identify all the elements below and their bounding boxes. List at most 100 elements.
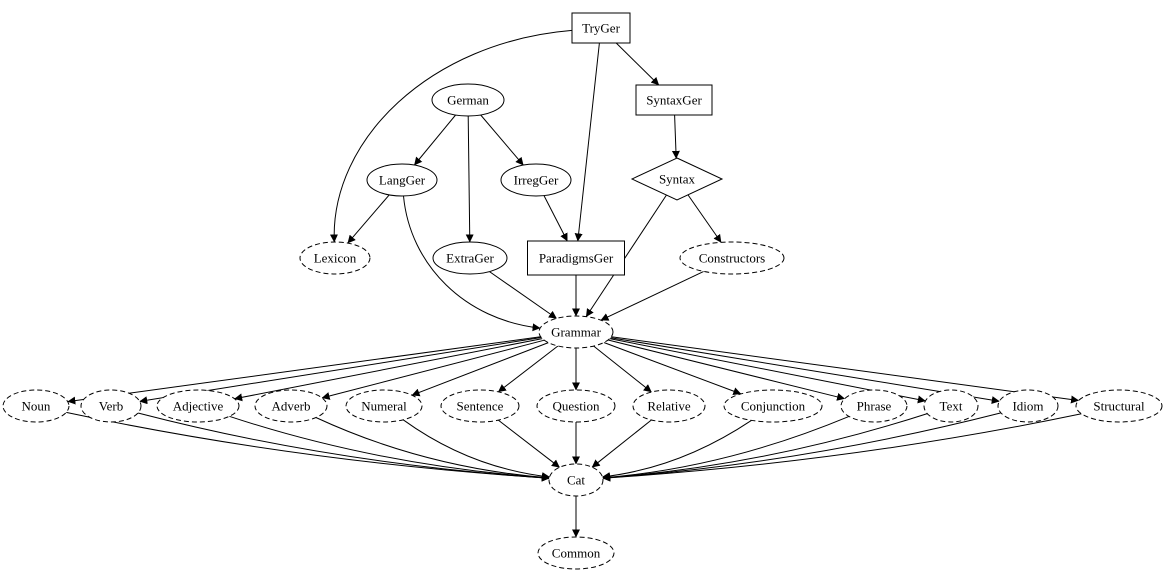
node-label-Cat: Cat bbox=[567, 472, 585, 487]
edge-German-LangGer bbox=[414, 114, 456, 166]
node-shape-Grammar bbox=[538, 315, 614, 349]
edge-TryGer-SyntaxGer bbox=[615, 42, 660, 86]
node-Relative: Relative bbox=[632, 389, 706, 423]
node-label-ExtraGer: ExtraGer bbox=[446, 250, 494, 265]
node-Grammar: Grammar bbox=[538, 315, 614, 349]
node-label-Constructors: Constructors bbox=[699, 250, 765, 265]
node-label-Numeral: Numeral bbox=[361, 398, 407, 413]
node-LangGer: LangGer bbox=[366, 163, 438, 197]
node-label-Verb: Verb bbox=[99, 398, 124, 413]
edge-Numeral-Cat bbox=[402, 419, 550, 481]
node-ParadigmsGer: ParadigmsGer bbox=[527, 240, 625, 276]
edge-Syntax-Constructors bbox=[687, 194, 722, 243]
node-label-Sentence: Sentence bbox=[457, 398, 504, 413]
node-shape-Adjective bbox=[156, 389, 240, 423]
node-Text: Text bbox=[923, 389, 979, 423]
node-Common: Common bbox=[537, 536, 615, 570]
node-label-Adverb: Adverb bbox=[272, 398, 311, 413]
node-IrregGer: IrregGer bbox=[500, 163, 572, 197]
node-shape-Verb bbox=[80, 389, 142, 423]
node-shape-Sentence bbox=[440, 389, 520, 423]
node-label-Question: Question bbox=[553, 398, 600, 413]
node-label-Conjunction: Conjunction bbox=[741, 398, 806, 413]
edge-Grammar-Sentence bbox=[497, 345, 559, 393]
node-Adjective: Adjective bbox=[156, 389, 240, 423]
node-shape-IrregGer bbox=[500, 163, 572, 197]
node-Sentence: Sentence bbox=[440, 389, 520, 423]
edge-Grammar-Structural bbox=[611, 336, 1080, 404]
edge-Grammar-Relative bbox=[593, 345, 652, 393]
node-shape-Idiom bbox=[997, 389, 1059, 423]
edge-Structural-Cat bbox=[602, 413, 1082, 482]
node-label-Structural: Structural bbox=[1093, 398, 1145, 413]
node-Verb: Verb bbox=[80, 389, 142, 423]
edges-layer bbox=[66, 29, 1082, 538]
node-shape-SyntaxGer bbox=[635, 84, 713, 116]
node-label-SyntaxGer: SyntaxGer bbox=[646, 92, 702, 107]
node-shape-Syntax bbox=[630, 157, 724, 201]
node-shape-Common bbox=[537, 536, 615, 570]
edge-Syntax-Grammar bbox=[585, 194, 667, 317]
edge-TryGer-ParadigmsGer bbox=[574, 42, 600, 242]
node-label-Phrase: Phrase bbox=[857, 398, 892, 413]
node-label-Syntax: Syntax bbox=[659, 171, 696, 186]
node-label-Idiom: Idiom bbox=[1012, 398, 1043, 413]
node-shape-Relative bbox=[632, 389, 706, 423]
node-shape-Phrase bbox=[840, 389, 908, 423]
node-shape-Conjunction bbox=[723, 389, 823, 423]
node-Cat: Cat bbox=[548, 463, 604, 497]
edge-Adjective-Cat bbox=[229, 415, 550, 482]
node-label-Relative: Relative bbox=[647, 398, 691, 413]
node-label-Text: Text bbox=[940, 398, 963, 413]
node-shape-Noun bbox=[2, 389, 70, 423]
edge-LangGer-Grammar bbox=[403, 195, 541, 332]
node-shape-Lexicon bbox=[299, 241, 371, 275]
edge-Relative-Cat bbox=[591, 419, 652, 468]
node-label-Adjective: Adjective bbox=[173, 398, 224, 413]
node-shape-Structural bbox=[1075, 389, 1163, 423]
node-Adverb: Adverb bbox=[254, 389, 328, 423]
edge-Conjunction-Cat bbox=[602, 419, 752, 481]
node-label-Grammar: Grammar bbox=[551, 324, 601, 339]
edge-LangGer-Lexicon bbox=[347, 194, 390, 244]
node-shape-ExtraGer bbox=[432, 241, 508, 275]
node-Question: Question bbox=[536, 389, 616, 423]
node-shape-German bbox=[431, 83, 505, 117]
edge-Grammar-Numeral bbox=[411, 342, 549, 397]
edge-Grammar-Idiom bbox=[610, 337, 1000, 405]
node-shape-Numeral bbox=[345, 389, 423, 423]
edge-Idiom-Cat bbox=[602, 412, 1002, 482]
node-shape-TryGer bbox=[571, 12, 631, 44]
node-label-LangGer: LangGer bbox=[379, 172, 426, 187]
edge-Constructors-Grammar bbox=[600, 270, 704, 321]
node-Numeral: Numeral bbox=[345, 389, 423, 423]
edge-Grammar-Adjective bbox=[234, 338, 543, 402]
edge-Text-Cat bbox=[602, 413, 928, 482]
edge-SyntaxGer-Syntax bbox=[671, 114, 680, 159]
edge-Adverb-Cat bbox=[315, 417, 550, 482]
node-Constructors: Constructors bbox=[679, 241, 785, 275]
node-Noun: Noun bbox=[2, 389, 70, 423]
node-Lexicon: Lexicon bbox=[299, 241, 371, 275]
edge-Grammar-Noun bbox=[67, 336, 541, 405]
edge-ExtraGer-Grammar bbox=[489, 271, 557, 319]
node-Conjunction: Conjunction bbox=[723, 389, 823, 423]
node-shape-ParadigmsGer bbox=[527, 240, 625, 276]
node-shape-Cat bbox=[548, 463, 604, 497]
node-Syntax: Syntax bbox=[630, 157, 724, 201]
edge-Grammar-Phrase bbox=[607, 339, 846, 401]
node-shape-Adverb bbox=[254, 389, 328, 423]
node-SyntaxGer: SyntaxGer bbox=[635, 84, 713, 116]
node-Idiom: Idiom bbox=[997, 389, 1059, 423]
edge-Sentence-Cat bbox=[497, 419, 560, 468]
edge-German-IrregGer bbox=[480, 114, 524, 166]
node-label-German: German bbox=[447, 92, 489, 107]
node-TryGer: TryGer bbox=[571, 12, 631, 44]
edge-TryGer-Lexicon bbox=[329, 29, 573, 243]
edge-Verb-Cat bbox=[137, 412, 550, 482]
edge-Grammar-Adverb bbox=[321, 339, 545, 400]
node-shape-Text bbox=[923, 389, 979, 423]
